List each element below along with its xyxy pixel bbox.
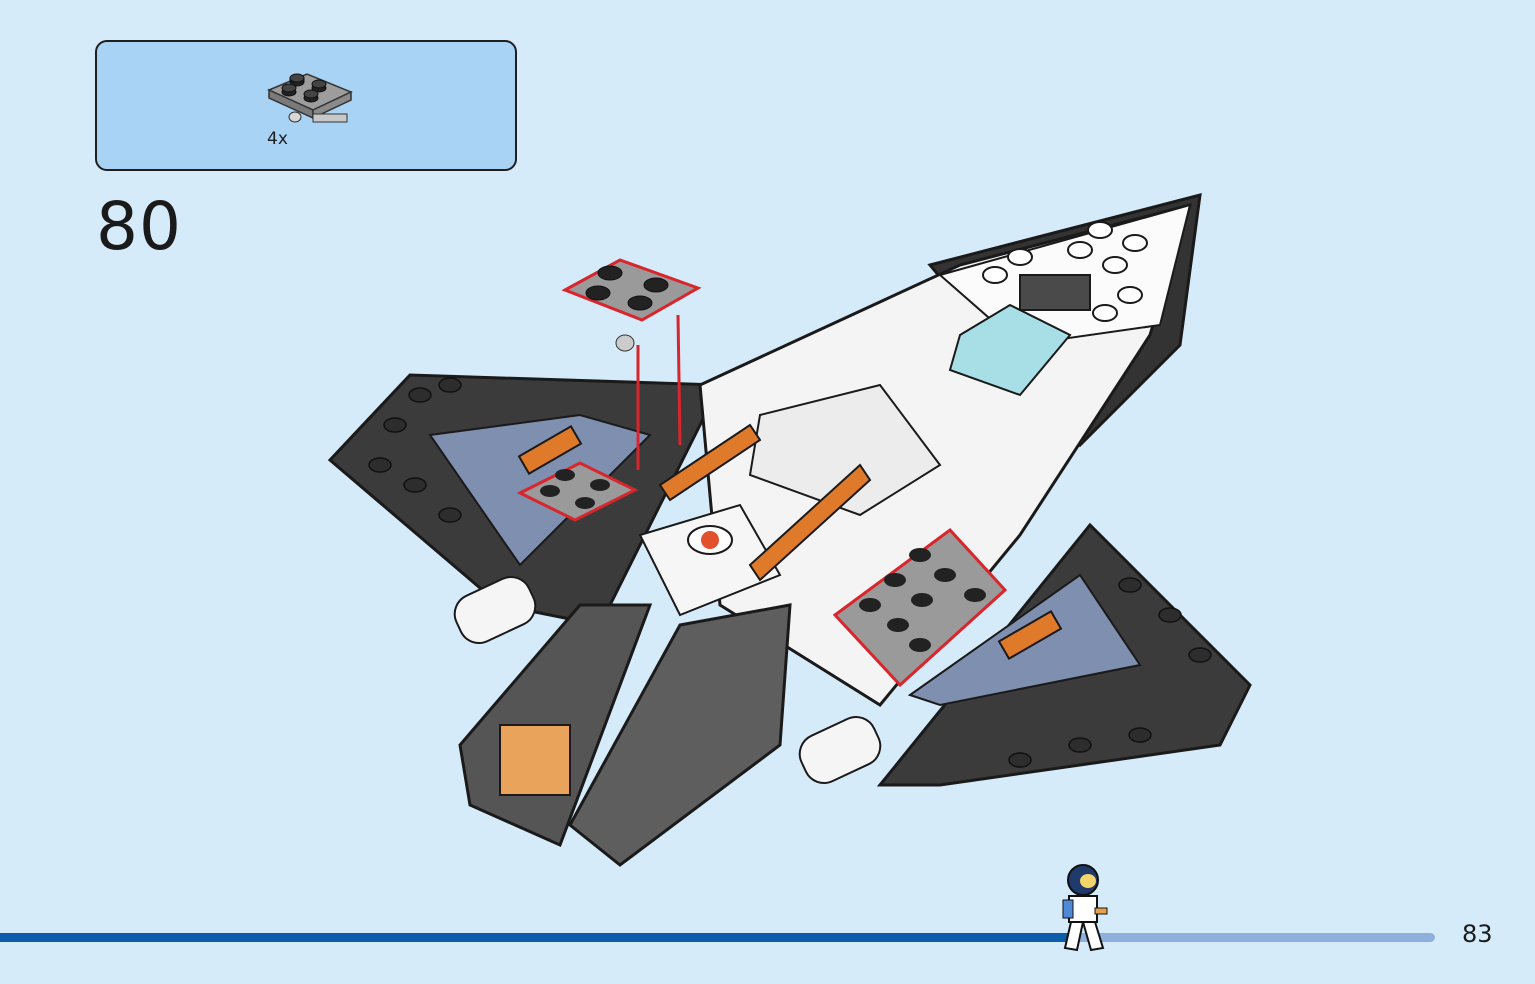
orange-engine-left <box>517 424 583 476</box>
progress-bar <box>0 933 1435 942</box>
wing-pod-left <box>453 576 537 644</box>
cockpit-canopy <box>948 303 1072 397</box>
step-number: 80 <box>96 188 182 265</box>
callout-plate-floating <box>561 258 702 352</box>
part-quantity: 4x <box>267 129 288 149</box>
orange-bar-right <box>748 463 872 582</box>
callout-plate-left <box>516 461 639 522</box>
page-number: 83 <box>1462 920 1493 948</box>
progress-bar-fill <box>0 933 1070 942</box>
engine-exhaust <box>499 724 571 796</box>
orange-bar-left <box>658 423 762 502</box>
center-block <box>748 383 942 517</box>
wing-pod-right <box>798 716 882 784</box>
parts-list-box: 4x <box>95 40 517 171</box>
cockpit-seat <box>1019 274 1091 311</box>
callout-plate-right <box>832 527 1008 688</box>
placement-arrow-2 <box>676 314 682 446</box>
orange-engine-right <box>997 609 1063 661</box>
spaceship-assembly-illustration <box>327 192 1252 867</box>
wing-studs <box>368 377 1212 768</box>
right-engine <box>568 603 792 867</box>
astronaut-minifig-icon <box>1062 864 1108 952</box>
plate-2x2-with-pin-icon <box>267 73 353 123</box>
front-panel <box>638 503 782 617</box>
nose-studs <box>982 221 1148 322</box>
